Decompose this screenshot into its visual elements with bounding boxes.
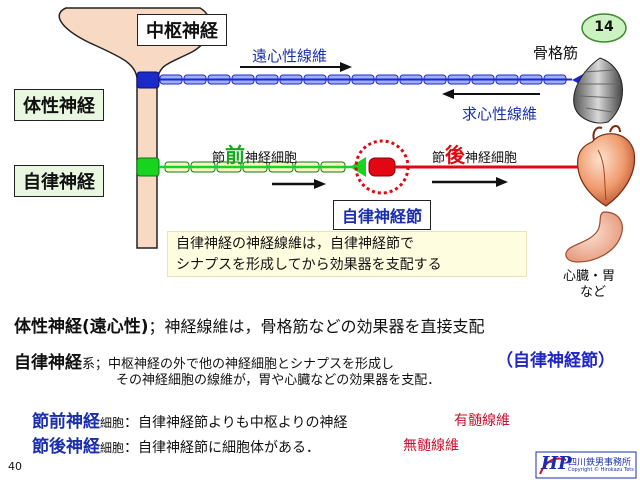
pre-emph: 前: [225, 143, 246, 167]
postganglionic-description: 節後神経細胞：自律神経節に細胞体がある．: [32, 432, 320, 457]
afferent-arrow: [442, 89, 454, 99]
skeletal-muscle-label: 骨格筋: [533, 44, 579, 62]
pre-prefix: 節: [212, 151, 226, 166]
postganglionic-cell-body: [368, 157, 396, 177]
cns-label: 中枢神経: [137, 14, 227, 46]
post-desc: ：自律神経節に細胞体がある．: [124, 440, 321, 456]
autonomic-nerve-label: 自律神経: [14, 165, 104, 197]
preganglionic-neuron-label: 節前神経細胞: [212, 139, 297, 168]
preganglionic-description: 節前神経細胞：自律神経節よりも中枢よりの神経: [32, 407, 347, 432]
somatic-heading: 体性神経(遠心性): [14, 317, 149, 337]
postganglionic-arrow: [496, 177, 508, 187]
pre-suffix: 神経細胞: [245, 151, 298, 166]
somatic-nerve-label: 体性神経: [14, 89, 104, 121]
afferent-fiber-label: 求心性線維: [462, 105, 538, 123]
autonomic-description: 自律神経系；中枢神経の外で他の神経細胞とシナプスを形成し: [14, 348, 394, 373]
autonomic-suffix: 系；中枢神経の外で他の神経細胞とシナプスを形成し: [82, 357, 395, 372]
post-heading: 節後神経: [32, 437, 100, 457]
autonomic-line-2: その神経細胞の線維が，胃や心臓などの効果器を支配．: [116, 373, 441, 388]
preganglionic-arrow: [314, 179, 326, 189]
post-emph: 後: [445, 143, 466, 167]
somatic-cell-body: [136, 71, 160, 89]
autonomic-paren: （自律神経節）: [496, 351, 615, 371]
myelinated-tag: 有髄線維: [454, 413, 510, 429]
ganglion-label: 自律神経節: [333, 200, 432, 230]
stomach-illustration: [565, 211, 623, 263]
note-line-2: シナプスを形成してから効果器を支配する: [176, 257, 442, 273]
ganglion-note: 自律神経の神経線維は，自律神経節で シナプスを形成してから効果器を支配する: [167, 231, 527, 277]
page-badge-number: 14: [594, 19, 614, 35]
logo-text-2: Copyright © Hirokazu Tetsuo Publishing I…: [568, 467, 634, 473]
efferent-arrow: [340, 62, 352, 72]
somatic-desc: ；神経線維は，骨格筋などの効果器を直接支配: [148, 317, 485, 336]
heart-illustration: [577, 125, 636, 207]
publisher-logo: [535, 451, 637, 479]
logo-letters: HP: [541, 453, 572, 474]
organ-label-1: 心臓・胃: [563, 269, 616, 284]
post-small: 細胞: [100, 441, 125, 455]
autonomic-heading: 自律神経: [14, 353, 82, 373]
organ-label-2: など: [580, 285, 607, 300]
logo-text-1: 四川鉄男事務所: [568, 458, 632, 468]
preganglionic-cell-body: [136, 157, 160, 177]
pre-heading: 節前神経: [32, 412, 100, 432]
note-line-1: 自律神経の神経線維は，自律神経節で: [176, 236, 414, 252]
efferent-fiber-label: 遠心性線維: [252, 47, 328, 65]
unmyelinated-tag: 無髄線維: [403, 438, 459, 454]
post-suffix: 神経細胞: [465, 151, 518, 166]
pre-desc: ：自律神経節よりも中枢よりの神経: [124, 415, 348, 431]
pre-small: 細胞: [100, 416, 125, 430]
somatic-description: 体性神経(遠心性)；神経線維は，骨格筋などの効果器を直接支配: [14, 312, 485, 337]
page-number: 40: [8, 460, 22, 473]
preganglionic-synapse: [350, 157, 366, 177]
postganglionic-neuron-label: 節後神経細胞: [432, 139, 517, 168]
page-badge: [581, 13, 627, 43]
skeletal-muscle: [573, 57, 623, 124]
post-prefix: 節: [432, 151, 446, 166]
